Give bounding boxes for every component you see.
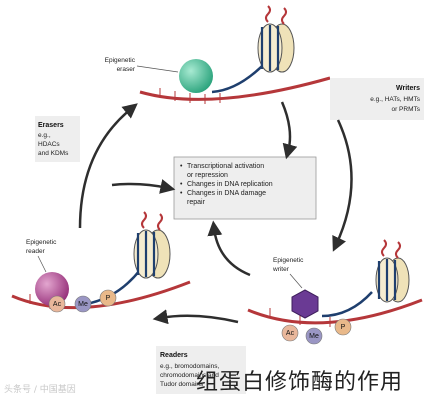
nucleosome [257,23,295,73]
histone-tail-wavy [265,5,287,25]
methyl-mark-label: Me [78,301,88,308]
acetyl-mark-label: Ac [53,301,62,308]
methyl-mark-label: Me [309,333,319,340]
phospho-mark [334,318,352,336]
erasers-box: Erasers e.g., HDACs and KDMs [35,116,80,162]
outcome-item: Changes in DNA replication [187,181,273,188]
acetyl-mark [281,324,299,342]
dna-ticks [159,88,221,104]
nucleosome [133,229,171,279]
eraser-label-line-1: Epigenetic [105,57,136,64]
reader-label-line-1: Epigenetic [26,239,57,246]
erasers-box-line-1: e.g., [38,132,51,139]
outcome-item: or repression [187,172,228,179]
histone-tail [321,291,373,318]
writer-label-line-1: Epigenetic [273,257,304,264]
arrow-reader-to-top [78,103,138,229]
arrow-bottom-to-outcomes [207,220,251,277]
histone-tail-wavy [141,211,163,231]
outcome-bullet: • [180,181,183,188]
histone-tail [85,269,141,306]
writers-box-line-1: e.g., HATs, HMTs [370,96,420,103]
arrow-writer-top-to-right [332,119,353,252]
readers-box: Readers e.g., bromodomains, chromodomain… [156,346,246,394]
outcome-bullet: • [180,163,183,170]
outcome-item: Transcriptional activation [187,163,264,170]
dna-strand [247,298,423,325]
writer-label: Epigenetic writer [272,257,304,289]
writers-box-title: Writers [396,85,420,92]
phospho-mark [99,289,117,307]
eraser-label-line-2: eraser [117,66,136,73]
phospho-mark-label: P [341,324,346,331]
eraser-enzyme [179,59,213,93]
writer-enzyme [291,289,319,319]
erasers-box-line-2: HDACs [38,141,60,148]
writers-box-line-2: or PRMTs [391,106,420,113]
erasers-box-title: Erasers [38,122,64,129]
arrow-right-to-reader [152,309,239,325]
histone-tail-wavy [381,239,401,259]
outcomes-box: • Transcriptional activation or repression… [173,156,317,220]
readers-box-line-2: chromodomains and [160,372,219,379]
acetyl-mark-label: Ac [286,330,295,337]
arrow-left-to-outcomes [111,179,176,194]
outcomes-list: • Transcriptional activation or repression… [180,163,273,206]
phospho-mark-label: P [106,295,111,302]
readers-box-line-3: Tudor domains [160,381,204,388]
cycle-arrows [78,101,353,325]
figure-caption: 组蛋白修饰酶的作用 [196,370,404,395]
readers-box-title: Readers [160,352,188,359]
reader-label: Epigenetic reader [26,239,57,273]
histone-tail [211,59,269,94]
reader-state: Epigenetic reader Ac Me P [11,211,191,313]
outcome-item: Changes in DNA damage [187,190,266,197]
outcome-item: repair [187,199,206,206]
nucleosome [375,257,410,303]
writer-modifications: Ac Me P [281,318,352,345]
erasers-box-line-3: and KDMs [38,150,69,157]
writer-label-line-2: writer [272,266,290,273]
methyl-mark [305,327,323,345]
eraser-state: Epigenetic eraser [105,5,331,104]
writers-box: Writers e.g., HATs, HMTs or PRMTs [330,78,424,120]
methyl-mark [74,295,92,313]
writer-state: Epigenetic writer Ac Me P [247,239,423,345]
dna-ticks [269,308,331,327]
eraser-label: Epigenetic eraser [105,57,179,73]
outcome-bullet: • [180,190,183,197]
acetyl-mark [48,295,66,313]
readers-box-line-1: e.g., bromodomains, [160,363,219,370]
arrow-top-to-outcomes [280,101,298,160]
watermark: 头条号 / 中国基因 [4,385,76,395]
reader-label-line-2: reader [26,248,46,255]
dna-strand [139,76,331,101]
reader-modifications: Ac Me P [48,289,117,313]
